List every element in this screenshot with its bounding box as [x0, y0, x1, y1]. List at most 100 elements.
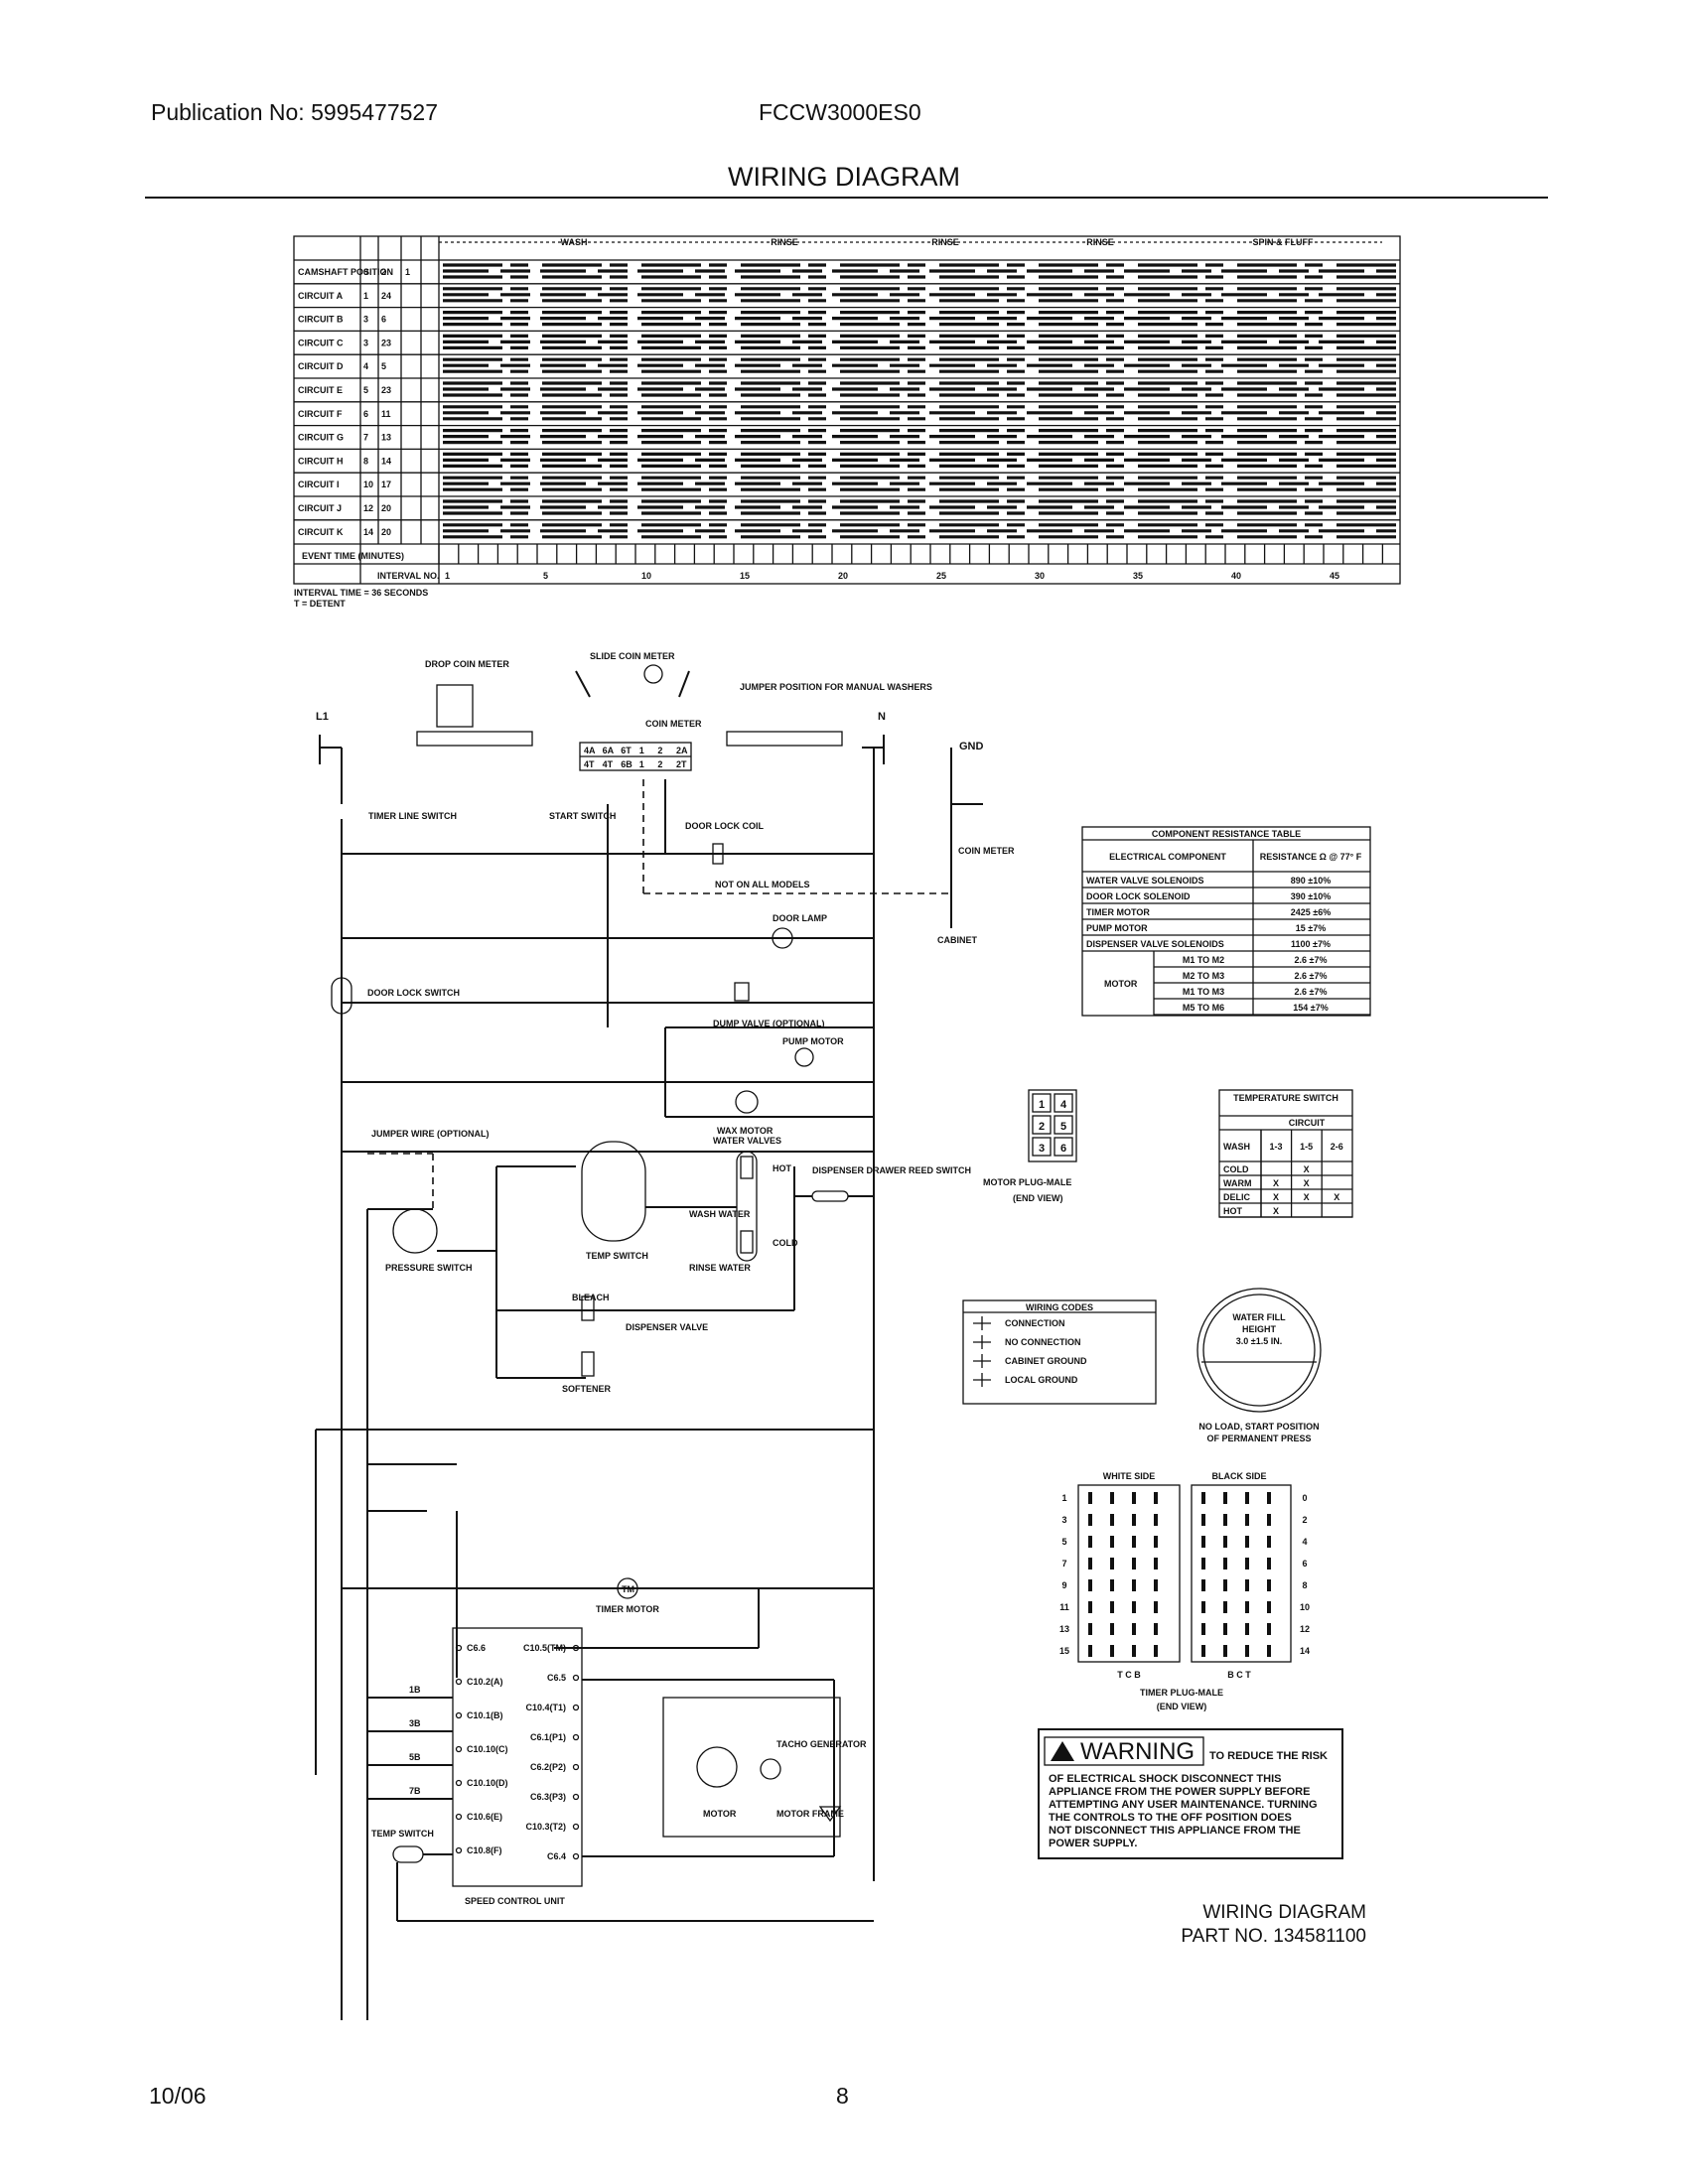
timer-plug-left-number: 11	[1059, 1602, 1069, 1612]
timer-plug-contact	[1267, 1492, 1271, 1504]
water-fill-height: HEIGHT	[1242, 1324, 1277, 1334]
phase-rinse-3: RINSE	[1086, 237, 1114, 247]
timer-plug-contact	[1088, 1492, 1092, 1504]
timer-plug-contact	[1088, 1623, 1092, 1635]
temperature-switch-title: TEMPERATURE SWITCH	[1233, 1093, 1338, 1103]
timer-plug-contact	[1154, 1579, 1158, 1591]
interval-number: 35	[1133, 571, 1143, 581]
timer-plug-contact	[1245, 1558, 1249, 1570]
temp-mark: X	[1273, 1206, 1279, 1216]
terminal-top: 2A	[676, 746, 688, 755]
temp-mark: X	[1334, 1192, 1339, 1202]
timer-plug-contact	[1154, 1558, 1158, 1570]
scu-left-label: C10.10(C)	[467, 1744, 508, 1754]
water-valves-label: WATER VALVES	[713, 1136, 781, 1146]
door-lock-switch	[331, 977, 352, 1015]
timer-plug-contact	[1110, 1492, 1114, 1504]
chart-row-a: 3	[363, 338, 368, 347]
timer-plug-contact	[1245, 1492, 1249, 1504]
timer-plug-contact	[1110, 1623, 1114, 1635]
timer-plug-contact	[1267, 1579, 1271, 1591]
timer-plug-contact	[1110, 1601, 1114, 1613]
timer-plug-contact	[1154, 1536, 1158, 1548]
timer-plug-contact	[1267, 1623, 1271, 1635]
hot-label: HOT	[773, 1163, 792, 1173]
timer-plug-contact	[1154, 1492, 1158, 1504]
temp-row-name: DELIC	[1223, 1192, 1251, 1202]
timer-plug-contact	[1223, 1536, 1227, 1548]
coin-meter-motor	[643, 664, 663, 684]
dump-valve-label: DUMP VALVE (OPTIONAL)	[713, 1019, 825, 1028]
timer-plug-bottom-right: B C T	[1227, 1670, 1251, 1680]
timer-plug-end-view: (END VIEW)	[1157, 1702, 1207, 1711]
scu-left-pin	[455, 1745, 463, 1753]
pressure-switch	[392, 1208, 438, 1254]
motor-plug-pin	[1054, 1137, 1073, 1157]
timer-plug-contact	[1088, 1601, 1092, 1613]
scu-left-label: C10.2(A)	[467, 1677, 503, 1687]
white-side-label: WHITE SIDE	[1103, 1471, 1156, 1481]
interval-number: 20	[838, 571, 848, 581]
drop-coin-meter-label: DROP COIN METER	[425, 659, 509, 669]
timer-plug-contact	[1132, 1514, 1136, 1526]
timer-plug-contact	[1110, 1579, 1114, 1591]
timer-plug-contact	[1154, 1623, 1158, 1635]
publication-number: Publication No: 5995477527	[151, 99, 439, 125]
water-fill-note-1: NO LOAD, START POSITION	[1198, 1422, 1319, 1432]
motor-plug-pin	[1054, 1115, 1073, 1135]
phase-headers: WASH RINSE RINSE RINSE SPIN & FLUFF	[439, 237, 1382, 247]
chart-row-b: 2	[381, 267, 386, 277]
timer-plug-contact	[1267, 1514, 1271, 1526]
chart-row-a: 1	[363, 291, 368, 301]
temp-mark: X	[1273, 1178, 1279, 1188]
cabinet-label: CABINET	[937, 935, 978, 945]
motor-plug-pin-number: 6	[1060, 1143, 1066, 1155]
timer-plug-contact	[1223, 1558, 1227, 1570]
phase-spin: SPIN & FLUFF	[1253, 237, 1314, 247]
timer-contact-label: 3B	[409, 1718, 421, 1728]
chart-row-a: 6	[363, 409, 368, 419]
scu-right-label: C6.3(P3)	[530, 1792, 566, 1802]
warning-line: TO REDUCE THE RISK	[1209, 1750, 1328, 1762]
scu-right-pin	[572, 1733, 580, 1741]
timer-plug-contact	[1223, 1623, 1227, 1635]
motor-pair: M1 TO M2	[1183, 955, 1224, 965]
water-fill-note-2: OF PERMANENT PRESS	[1206, 1433, 1311, 1443]
motor-plug-end-view: (END VIEW)	[1013, 1193, 1063, 1203]
motor-symbol	[696, 1746, 738, 1788]
chart-row-b: 14	[381, 456, 391, 466]
timer-plug-right-number: 0	[1302, 1493, 1307, 1503]
scu-left-pin	[455, 1678, 463, 1686]
timer-plug-right-number: 10	[1300, 1602, 1310, 1612]
timer-plug-contact	[1132, 1536, 1136, 1548]
timer-plug-contact	[1223, 1514, 1227, 1526]
temp-row-name: COLD	[1223, 1164, 1249, 1174]
phase-wash: WASH	[561, 237, 588, 247]
scu-left-pin	[455, 1846, 463, 1854]
motor-plug-pin-number: 2	[1039, 1121, 1045, 1133]
door-lock-switch-label: DOOR LOCK SWITCH	[367, 988, 460, 998]
interval-number: 5	[543, 571, 548, 581]
interval-number: 15	[740, 571, 750, 581]
motor-value: 2.6 ±7%	[1295, 971, 1328, 981]
resistance-col-component: ELECTRICAL COMPONENT	[1109, 852, 1226, 862]
chart-row-circuit: CIRCUIT E	[298, 385, 343, 395]
scu-right-label: C10.4(T1)	[525, 1703, 566, 1712]
timer-plug-contact	[1132, 1558, 1136, 1570]
timer-plug-contact	[1088, 1579, 1092, 1591]
chart-row-a: 7	[363, 433, 368, 443]
component-resistance-table: COMPONENT RESISTANCE TABLE ELECTRICAL CO…	[1081, 826, 1371, 1017]
black-side-label: BLACK SIDE	[1211, 1471, 1266, 1481]
cold-label: COLD	[773, 1238, 798, 1248]
scu-left-pin	[455, 1644, 463, 1652]
timer-plug-right-number: 6	[1302, 1559, 1307, 1569]
softener-label: SOFTENER	[562, 1384, 612, 1394]
warning-line: APPLIANCE FROM THE POWER SUPPLY BEFORE	[1049, 1786, 1310, 1798]
motor-label: MOTOR	[703, 1809, 737, 1819]
motor-box	[662, 1697, 841, 1838]
pump-motor	[794, 1047, 814, 1067]
detent-note: T = DETENT	[294, 599, 346, 609]
tacho-generator-label: TACHO GENERATOR	[776, 1739, 867, 1749]
